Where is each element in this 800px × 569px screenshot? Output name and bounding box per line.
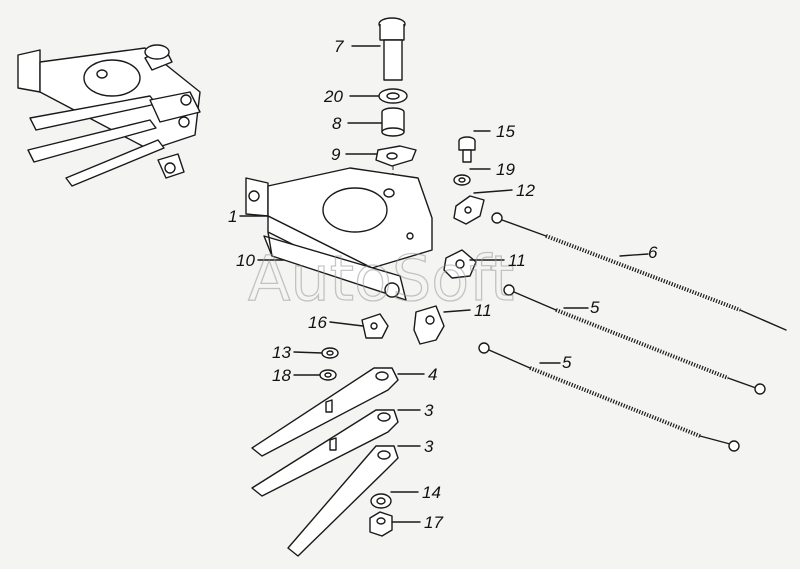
part-5-cable-upper — [503, 284, 766, 395]
part-10-bracket — [263, 231, 407, 301]
callout-20: 20 — [323, 87, 343, 106]
leader-lines — [239, 45, 649, 523]
part-9-plate — [375, 145, 417, 167]
part-11-clip-upper — [443, 249, 477, 279]
callout-17: 17 — [424, 513, 443, 532]
part-16-nut — [361, 313, 389, 339]
assembled-mechanism — [17, 44, 201, 187]
part-6-cable — [491, 212, 787, 331]
callout-6: 6 — [648, 243, 658, 262]
part-8-bushing — [381, 107, 405, 137]
part-18-washer — [319, 369, 337, 381]
callout-13: 13 — [272, 343, 291, 362]
callout-11-lower: 11 — [474, 301, 492, 320]
callout-18: 18 — [272, 366, 291, 385]
callout-8: 8 — [332, 114, 342, 133]
callout-3-upper: 3 — [424, 401, 434, 420]
part-19-washer — [453, 174, 471, 186]
callout-9: 9 — [331, 145, 341, 164]
callout-14: 14 — [422, 483, 441, 502]
callout-labels: 7 20 8 9 15 19 12 1 6 10 11 11 5 5 16 13… — [228, 37, 658, 532]
part-3-lever-lower — [287, 445, 399, 557]
part-20-washer — [378, 88, 408, 104]
callout-16: 16 — [308, 313, 327, 332]
callout-3-lower: 3 — [424, 437, 434, 456]
callout-5-upper: 5 — [590, 298, 600, 317]
callout-19: 19 — [496, 160, 515, 179]
callout-12: 12 — [516, 181, 535, 200]
part-7-pin — [378, 17, 406, 81]
watermark: AutoSoft — [248, 242, 514, 315]
part-3-lever-upper — [251, 409, 399, 497]
part-5-cable-lower — [478, 342, 740, 452]
part-14-washer — [370, 493, 392, 509]
callout-11-upper: 11 — [508, 251, 526, 270]
callout-10: 10 — [236, 251, 255, 270]
callout-15: 15 — [496, 122, 515, 141]
part-15-bolt — [458, 136, 476, 163]
part-13-nut — [321, 347, 339, 359]
part-11-clip-lower — [413, 305, 445, 345]
callout-7: 7 — [334, 37, 344, 56]
part-12-bracket — [453, 195, 485, 225]
callout-5-lower: 5 — [562, 353, 572, 372]
callout-1: 1 — [228, 207, 237, 226]
part-4-lever — [251, 367, 399, 457]
part-17-nut — [369, 511, 393, 537]
callout-4: 4 — [428, 365, 437, 384]
